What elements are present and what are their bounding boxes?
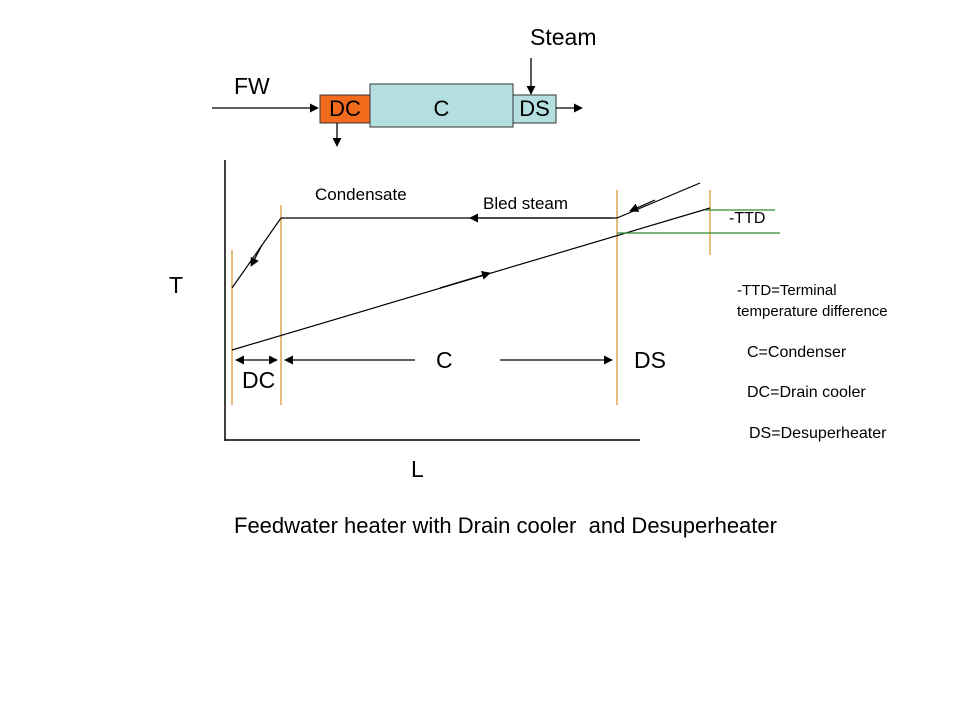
heater-ds-box: [512, 94, 557, 124]
x-axis-label: L: [411, 456, 424, 482]
heater-c-box: [369, 83, 514, 128]
heater-ds-label: DS: [519, 96, 550, 121]
condensate-label: Condensate: [315, 185, 407, 204]
zone-c-label: C: [436, 347, 453, 373]
legend-ttd-line2: temperature difference: [737, 303, 888, 320]
steam-label: Steam: [530, 24, 597, 50]
legend-ds-definition: DS=Desuperheater: [749, 425, 887, 442]
feedwater-direction-arrow: [439, 271, 491, 289]
legend-ttd-line1: -TTD=Terminal: [737, 282, 837, 299]
heater-dc-label: DC: [329, 96, 361, 121]
legend-c-definition: C=Condenser: [747, 344, 847, 361]
drain-cooler-line: [231, 217, 282, 289]
bled-steam-label: Bled steam: [483, 194, 569, 213]
diagram-caption: Feedwater heater with Drain cooler and D…: [234, 513, 777, 538]
legend-ttd-definition: -TTD=Terminal temperature difference: [737, 280, 888, 322]
legend-dc-definition: DC=Drain cooler: [747, 384, 866, 401]
zone-ds-label: DS: [634, 347, 666, 373]
drain-cooler-arrow: [250, 244, 263, 267]
ttd-label: -TTD: [729, 210, 766, 227]
zone-dc-label: DC: [242, 367, 276, 393]
fw-label: FW: [234, 73, 270, 99]
bled-steam-arrow: [629, 199, 656, 212]
y-axis-label: T: [169, 272, 184, 298]
bled-steam-incoming-line: [616, 182, 701, 219]
heater-c-label: C: [433, 96, 450, 121]
